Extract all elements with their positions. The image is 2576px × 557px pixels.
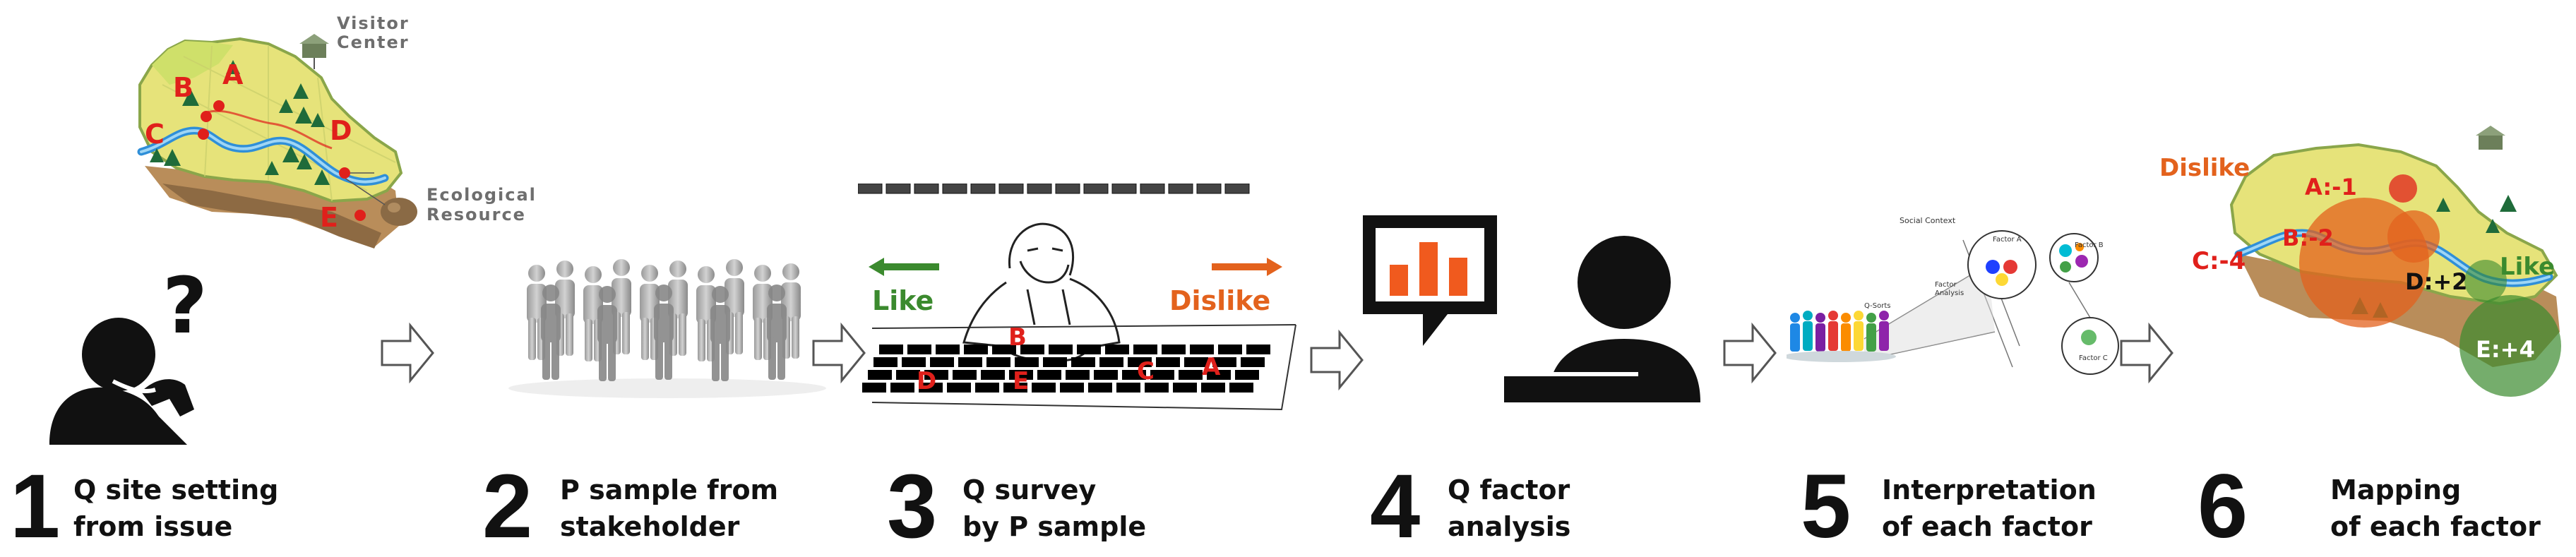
visitor-center-label: Visitor Center [337, 14, 410, 52]
ecological-line2: Resource [427, 205, 526, 224]
step-3-line2: by P sample [962, 511, 1147, 542]
step-6-number: 6 [2198, 456, 2248, 557]
stakeholder-crowd-illustration [508, 259, 826, 398]
social-context-label: Social Context [1900, 216, 1956, 225]
step-6-caption: Mapping of each factor [2330, 472, 2541, 545]
factor-b-label: Factor B [2075, 241, 2104, 249]
site-label-c: C [145, 119, 165, 150]
dislike-arrow-icon [1212, 258, 1282, 276]
step-6-line2: of each factor [2330, 511, 2541, 542]
step-3-line1: Q survey [962, 474, 1097, 505]
survey-dislike-label: Dislike [1169, 285, 1271, 316]
step-2-number: 2 [482, 456, 533, 557]
analyst-user-icon [1504, 236, 1700, 402]
visitor-center-line1: Visitor [337, 13, 410, 33]
factor-c-label: Factor C [2079, 354, 2108, 362]
score-label-c: C:-4 [2192, 247, 2246, 275]
mapping-like-label: Like [2500, 253, 2556, 281]
question-mark: ? [162, 260, 208, 351]
step-arrow-5-icon [2120, 322, 2174, 384]
step-4-line1: Q factor [1448, 474, 1570, 505]
step-4-number: 4 [1370, 456, 1421, 557]
step-2-line2: stakeholder [560, 511, 740, 542]
mapping-dislike-label: Dislike [2159, 154, 2250, 182]
thinking-person-icon [49, 318, 194, 445]
factor-analysis-label: Factor Analysis [1935, 281, 1964, 298]
step-1-line1: Q site setting [73, 474, 279, 505]
step-5-number: 5 [1801, 456, 1852, 557]
site-label-b: B [173, 72, 193, 103]
site-map-illustration [137, 34, 417, 248]
factor-mapping-illustration [2229, 126, 2561, 397]
card-label-d: D [917, 367, 937, 395]
site-label-d: D [330, 115, 352, 146]
ecological-line1: Ecological [427, 185, 537, 205]
ecological-resource-label: Ecological Resource [427, 185, 537, 224]
score-label-e: E:+4 [2476, 336, 2535, 363]
step-5-line1: Interpretation [1882, 474, 2097, 505]
like-arrow-icon [869, 258, 939, 276]
step-arrow-1-icon [381, 322, 434, 384]
score-label-b: B:-2 [2282, 224, 2334, 251]
step-6-line1: Mapping [2330, 474, 2462, 505]
card-label-e: E [1013, 367, 1030, 395]
step-arrow-3-icon [1310, 329, 1364, 391]
step-2-caption: P sample from stakeholder [560, 472, 778, 545]
score-label-d: D:+2 [2405, 268, 2468, 295]
step-1-number: 1 [10, 456, 61, 557]
step-1-caption: Q site setting from issue [73, 472, 278, 545]
card-label-a: A [1202, 353, 1221, 381]
step-4-caption: Q factor analysis [1448, 472, 1570, 545]
score-label-a: A:-1 [2305, 174, 2357, 200]
visitor-center-line2: Center [337, 32, 410, 52]
site-label-a: A [222, 59, 244, 90]
survey-like-label: Like [872, 285, 934, 316]
factor-interpretation-illustration [1787, 230, 2119, 375]
step-4-line2: analysis [1448, 511, 1571, 542]
card-label-c: C [1137, 357, 1155, 385]
step-2-line1: P sample from [560, 474, 779, 505]
step-1-line2: from issue [73, 511, 233, 542]
q-survey-illustration [858, 184, 1296, 411]
factor-analysis-line2: Analysis [1935, 289, 1964, 297]
factor-analysis-line1: Factor [1935, 281, 1957, 289]
step-3-caption: Q survey by P sample [962, 472, 1146, 545]
step-3-number: 3 [887, 456, 938, 557]
card-label-b: B [1008, 323, 1027, 352]
step-5-caption: Interpretation of each factor [1882, 472, 2097, 545]
q-sorts-label: Q-Sorts [1864, 302, 1891, 310]
chart-speech-bubble-icon [1363, 215, 1497, 346]
site-label-e: E [320, 202, 338, 233]
step-5-line2: of each factor [1882, 511, 2092, 542]
factor-a-label: Factor A [1993, 236, 2022, 244]
step-arrow-4-icon [1723, 322, 1777, 384]
step-arrow-2-icon [812, 322, 866, 384]
